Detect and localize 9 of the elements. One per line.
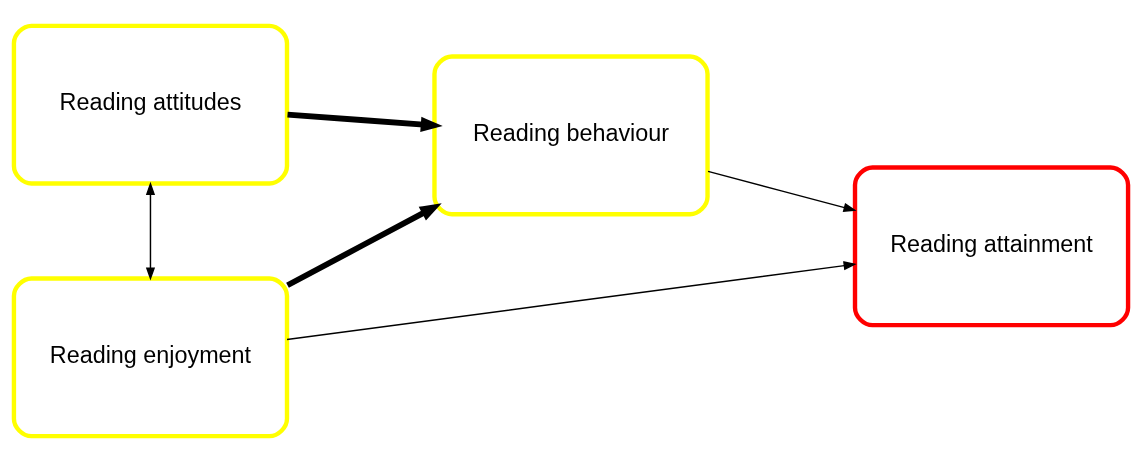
node-box: Reading attitudes — [11, 23, 290, 186]
arrow — [286, 261, 857, 341]
arrow — [707, 170, 857, 212]
node-box: Reading attainment — [852, 165, 1131, 328]
arrow — [145, 181, 156, 281]
arrow — [287, 111, 443, 133]
arrow — [286, 203, 442, 288]
node-box: Reading behaviour — [432, 54, 710, 217]
node-box: Reading enjoyment — [11, 276, 290, 439]
